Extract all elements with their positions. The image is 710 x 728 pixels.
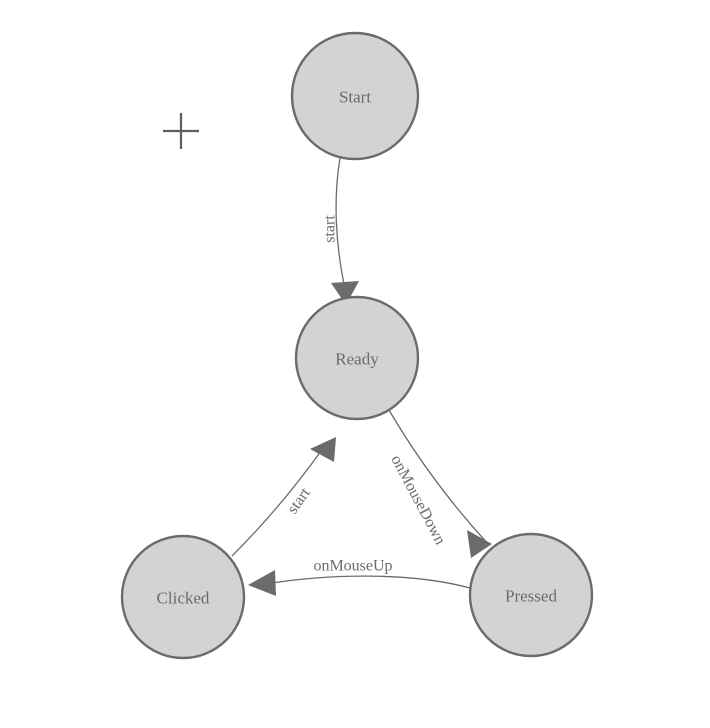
state-node-clicked[interactable]: Clicked [120, 534, 246, 660]
edge-label-ready-to-pressed: onMouseDown [387, 452, 448, 547]
state-label-clicked: Clicked [157, 589, 210, 608]
state-circle-ready[interactable] [294, 295, 420, 421]
arrowhead-clicked-to-ready [310, 437, 336, 462]
edge-label-clicked-to-ready: start [284, 484, 314, 517]
edge-label-pressed-to-clicked: onMouseUp [313, 558, 392, 575]
edge-label-start-to-ready: start [322, 215, 339, 243]
edge-start-to-ready[interactable]: start [322, 157, 360, 305]
arrowhead-pressed-to-clicked [248, 570, 276, 596]
edge-clicked-to-ready[interactable]: start [231, 437, 336, 557]
edge-ready-to-pressed[interactable]: onMouseDown [387, 409, 492, 558]
state-node-ready[interactable]: Ready [294, 295, 420, 421]
edge-path-start-to-ready [335, 157, 345, 285]
edge-path-ready-to-pressed [388, 409, 490, 546]
state-node-start[interactable]: Start [290, 31, 420, 161]
state-label-start: Start [339, 88, 371, 107]
edge-pressed-to-clicked[interactable]: onMouseUp [248, 558, 471, 597]
edge-path-clicked-to-ready [231, 450, 322, 557]
edge-path-pressed-to-clicked [271, 575, 471, 589]
state-label-ready: Ready [335, 350, 379, 369]
state-circle-start[interactable] [290, 31, 420, 161]
arrowhead-ready-to-pressed [467, 530, 492, 558]
state-circle-pressed[interactable] [468, 532, 594, 658]
arrowhead-start-to-ready [331, 281, 359, 305]
state-label-pressed: Pressed [505, 587, 557, 606]
state-circle-clicked[interactable] [120, 534, 246, 660]
crosshair-icon [163, 113, 199, 149]
state-node-pressed[interactable]: Pressed [468, 532, 594, 658]
